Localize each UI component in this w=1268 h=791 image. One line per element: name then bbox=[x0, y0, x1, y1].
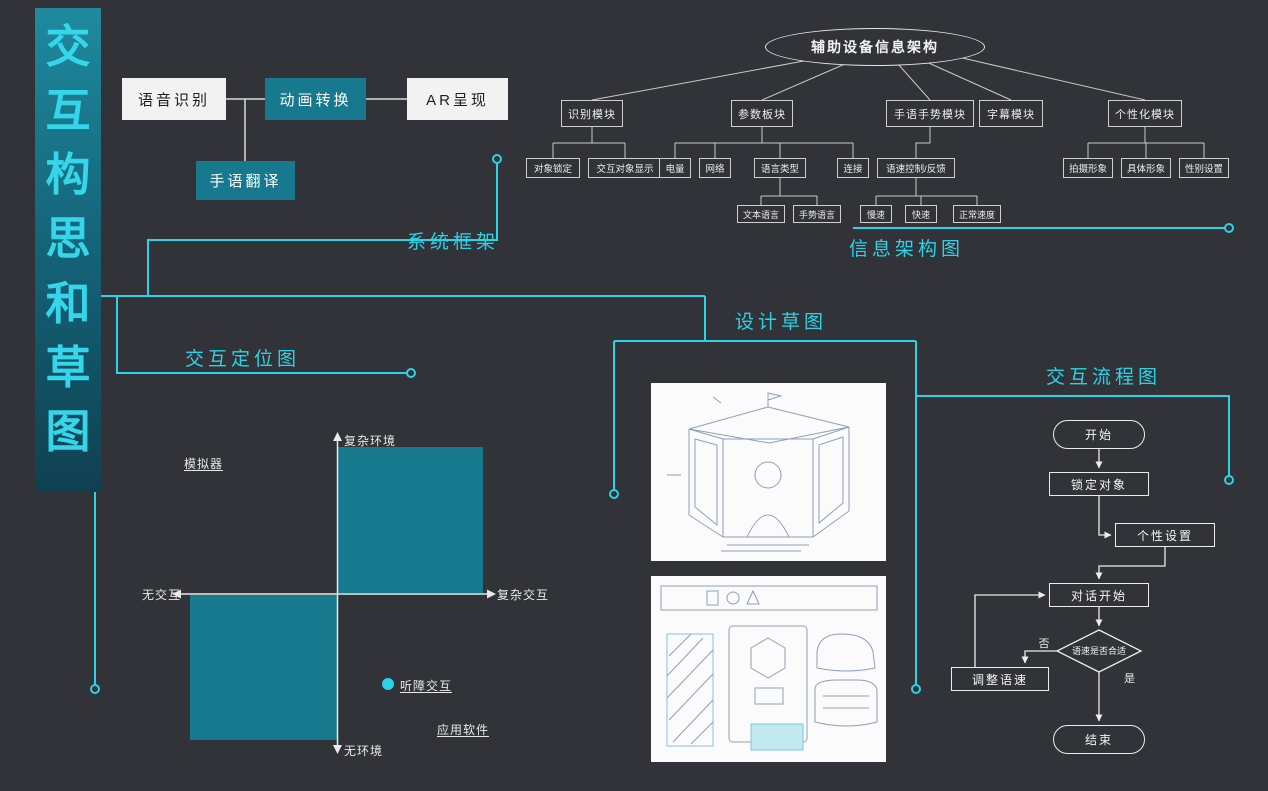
flow-decision-label: 语速是否合适 bbox=[1072, 645, 1126, 656]
tree-leaf-network: 网络 bbox=[699, 158, 731, 178]
tree-leaf-specific-avatar: 具体形象 bbox=[1121, 158, 1171, 178]
framework-connector-lines bbox=[226, 98, 407, 161]
sketch-2-image bbox=[651, 576, 886, 762]
tree-leaf-text-language: 文本语言 bbox=[737, 205, 785, 223]
tree-leaf-fast-speed: 快速 bbox=[905, 205, 937, 223]
flowchart-edges bbox=[974, 449, 1166, 722]
page-title-char: 交 bbox=[45, 21, 91, 72]
sketch-2-drawing bbox=[660, 585, 878, 751]
framework-node-speech-recognition: 语音识别 bbox=[122, 78, 226, 120]
tree-leaf-slow-speed: 慢速 bbox=[860, 205, 892, 223]
quadrant-chart-graphics bbox=[172, 432, 496, 754]
annotation-application-software: 应用软件 bbox=[437, 723, 490, 737]
cyan-connector-lines bbox=[94, 163, 1230, 685]
page-title: 交 互 构 思 和 草 图 bbox=[35, 8, 101, 492]
tree-leaf-interaction-object-display: 交互对象显示 bbox=[588, 158, 662, 178]
tree-leaf-language-type: 语言类型 bbox=[754, 158, 806, 178]
flow-node-start: 开始 bbox=[1053, 420, 1145, 449]
quadrant-fill-upper-right bbox=[338, 447, 483, 593]
section-label-design-sketches: 设计草图 bbox=[735, 312, 828, 333]
page-title-char: 构 bbox=[45, 149, 91, 201]
tree-module-subtitle: 字幕模块 bbox=[979, 100, 1043, 127]
framework-node-sign-translation: 手语翻译 bbox=[196, 161, 295, 200]
tree-leaf-battery: 电量 bbox=[659, 158, 691, 178]
annotation-simulator: 模拟器 bbox=[184, 457, 224, 471]
tree-lines bbox=[552, 53, 1205, 205]
quadrant-fill-lower-left bbox=[190, 595, 337, 740]
flow-node-adjust-speed: 调整语速 bbox=[951, 667, 1049, 691]
tree-leaf-gesture-language: 手势语言 bbox=[793, 205, 841, 223]
tree-leaf-gender-setting: 性别设置 bbox=[1179, 158, 1229, 178]
tree-leaf-object-lock: 对象锁定 bbox=[526, 158, 580, 178]
tree-leaf-photo-avatar: 拍摄形象 bbox=[1063, 158, 1113, 178]
tree-module-personalization: 个性化模块 bbox=[1108, 100, 1182, 127]
legend-dot bbox=[382, 678, 394, 690]
page-title-char: 图 bbox=[45, 405, 91, 457]
framework-node-ar-presentation: AR呈现 bbox=[407, 78, 508, 120]
section-label-interaction-flowchart: 交互流程图 bbox=[1046, 367, 1162, 388]
axis-label-complex-interaction: 复杂交互 bbox=[497, 588, 550, 602]
axis-label-complex-environment: 复杂环境 bbox=[344, 434, 397, 448]
tree-leaf-connection: 连接 bbox=[837, 158, 869, 178]
flow-node-lock-object: 锁定对象 bbox=[1049, 472, 1149, 496]
quadrant-axes bbox=[180, 440, 488, 746]
quadrant-axis-arrows bbox=[172, 432, 496, 754]
section-label-info-architecture: 信息架构图 bbox=[849, 239, 965, 260]
page-title-char: 和 bbox=[45, 277, 91, 329]
tree-leaf-normal-speed: 正常速度 bbox=[953, 205, 1001, 223]
tree-module-recognition: 识别模块 bbox=[561, 100, 623, 127]
axis-label-no-environment: 无环境 bbox=[344, 744, 384, 758]
tree-module-parameters: 参数板块 bbox=[731, 100, 793, 127]
section-label-positioning-chart: 交互定位图 bbox=[185, 349, 301, 370]
sketch-1-image bbox=[651, 383, 886, 561]
tree-leaf-speed-control-feedback: 语速控制/反馈 bbox=[877, 158, 955, 178]
flow-edge-label-yes: 是 bbox=[1124, 672, 1135, 685]
tree-module-sign-gesture: 手语手势模块 bbox=[886, 100, 974, 127]
flow-node-personal-settings: 个性设置 bbox=[1115, 523, 1215, 547]
flow-node-end: 结束 bbox=[1053, 725, 1145, 754]
flow-decision-diamond bbox=[1055, 629, 1143, 673]
page-title-char: 互 bbox=[45, 85, 91, 137]
sketch-1-drawing bbox=[667, 392, 850, 552]
section-label-system-framework: 系统框架 bbox=[407, 232, 500, 253]
axis-label-no-interaction: 无交互 bbox=[142, 588, 182, 602]
page-title-char: 思 bbox=[45, 213, 91, 265]
cyan-connector-endpoints bbox=[90, 154, 1234, 694]
framework-node-animation-conversion: 动画转换 bbox=[265, 78, 366, 120]
tree-root-node: 辅助设备信息架构 bbox=[765, 28, 985, 66]
annotation-hearing-impaired-interaction: 听障交互 bbox=[400, 679, 453, 693]
flow-node-dialog-start: 对话开始 bbox=[1049, 583, 1149, 607]
page-title-char: 草 bbox=[45, 341, 91, 393]
flow-edge-label-no: 否 bbox=[1039, 638, 1050, 650]
